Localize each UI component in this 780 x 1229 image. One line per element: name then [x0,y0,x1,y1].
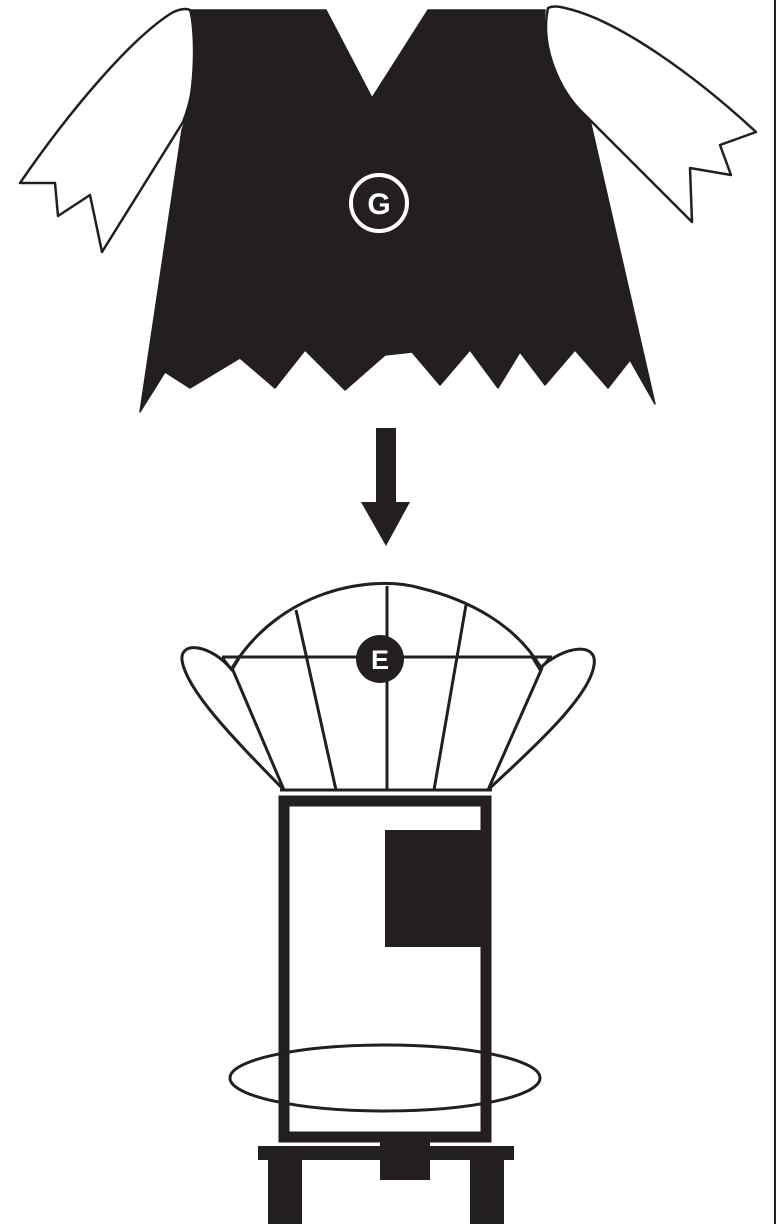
frame-label: E [371,645,389,675]
garment: G [18,5,758,413]
basket-side-right [486,667,544,791]
rib-3 [432,604,468,791]
right-lobe [488,647,596,790]
body-box [278,795,492,1143]
basket-side-left [230,667,286,791]
frame-label-badge: E [356,635,404,683]
garment-label: G [367,188,390,221]
base-hub [380,1140,430,1180]
body-panel [385,830,485,947]
dome-arc [230,582,542,669]
base-leg-left [268,1158,302,1224]
rib-1 [294,609,338,791]
garment-label-badge: G [349,173,409,233]
left-lobe [180,646,284,790]
base-leg-right [470,1158,504,1224]
waist-ring [228,1043,542,1113]
arrow-down-icon [361,428,410,546]
frame-assembly: E [180,582,596,1224]
